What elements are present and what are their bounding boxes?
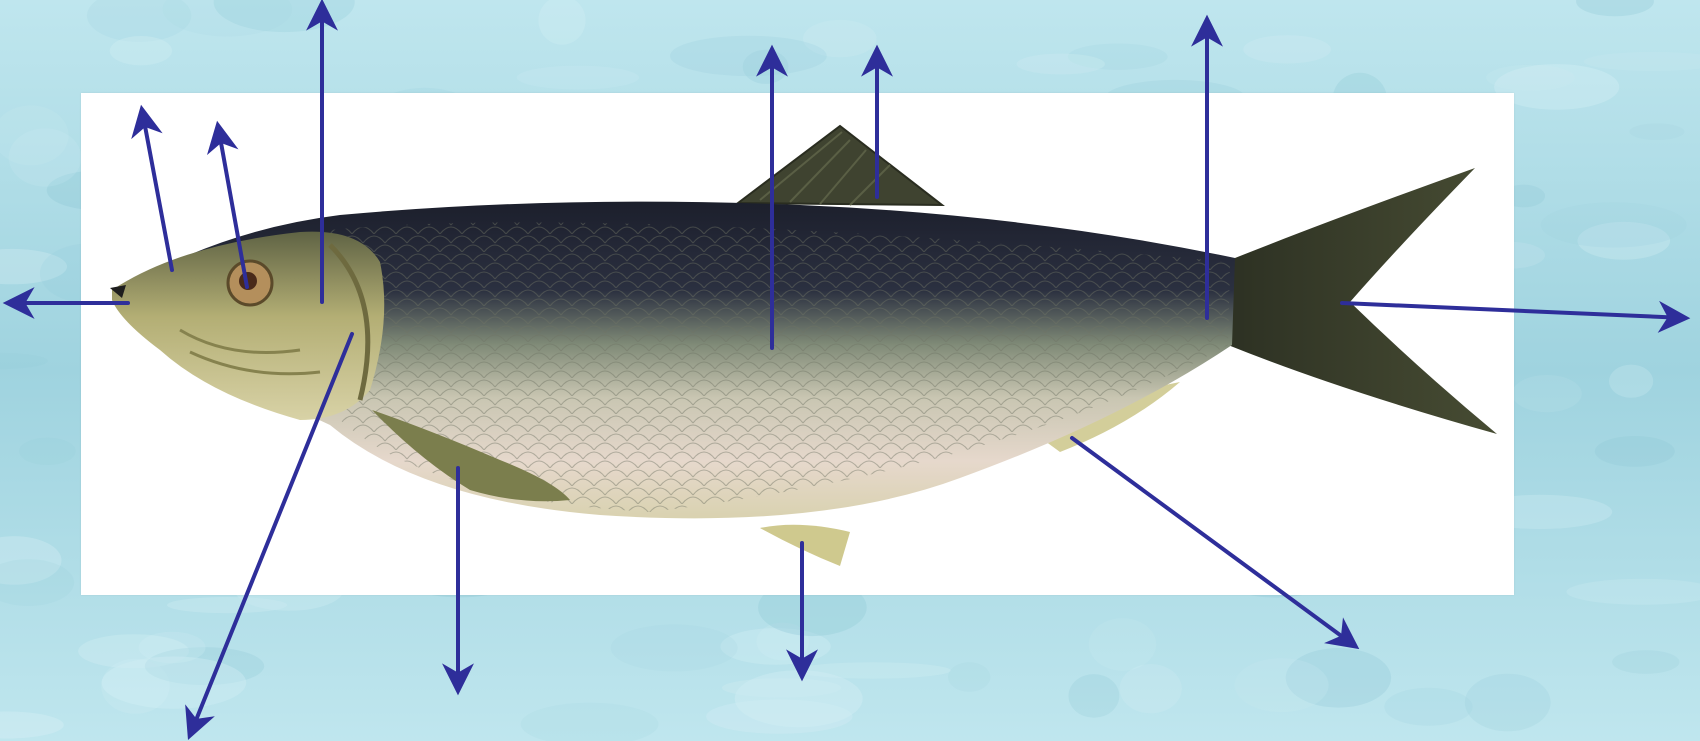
- arrow-snout: [142, 110, 172, 270]
- pelvic-fin: [760, 525, 850, 566]
- arrow-anal-fin: [1072, 438, 1355, 646]
- tail-fin: [1228, 168, 1497, 434]
- herring-illustration: [110, 126, 1497, 566]
- arrow-tail-fin: [1342, 303, 1685, 318]
